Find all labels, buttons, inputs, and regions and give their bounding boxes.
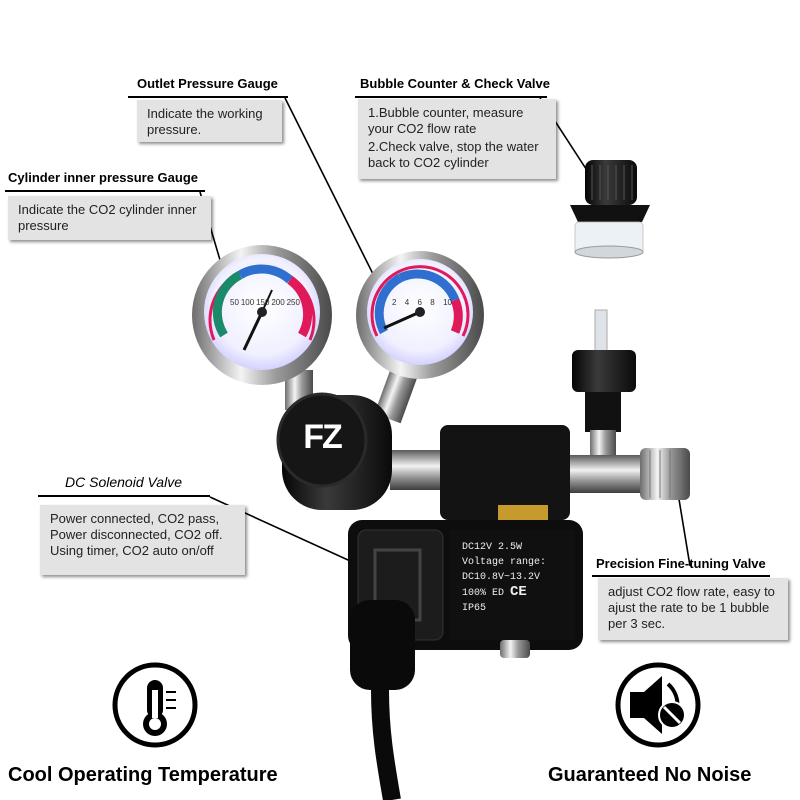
no-sound-icon [615,662,701,748]
bubble-counter-text-2: 2.Check valve, stop the water back to CO… [368,139,539,170]
solenoid-rule [38,495,210,497]
power-cable [350,600,415,800]
cylinder-gauge-callout: Indicate the CO2 cylinder inner pressure [8,196,211,240]
outlet-pressure-gauge [356,251,484,379]
cylinder-gauge-text: Indicate the CO2 cylinder inner pressure [18,202,197,233]
ce-mark: CE [510,584,527,600]
cylinder-pressure-gauge [192,245,332,385]
bubble-counter-title: Bubble Counter & Check Valve [360,76,550,91]
fine-tuning-callout: adjust CO2 flow rate, easy to ajust the … [598,578,788,640]
solenoid-text-2: Power disconnected, CO2 off. [50,527,223,542]
feature-label-cool: Cool Operating Temperature [8,764,278,786]
outlet-gauge-rule [128,96,288,98]
cylinder-gauge-rule [5,190,205,192]
fine-tuning-rule [592,575,770,577]
bubble-counter-part [570,160,650,259]
bubble-counter-callout: 1.Bubble counter, measure your CO2 flow … [358,99,556,179]
spec-line-ip: IP65 [462,603,487,614]
spec-line-power: DC12V 2.5W [462,542,523,553]
solenoid-spec-label: DC12V 2.5W Voltage range: DC10.8V~13.2V … [462,540,572,616]
bubble-counter-text-1: 1.Bubble counter, measure your CO2 flow … [368,105,524,136]
bubble-counter-rule [355,96,547,98]
fine-tuning-title: Precision Fine-tuning Valve [596,556,766,571]
spec-line-voltage-range: DC10.8V~13.2V [462,572,541,583]
solenoid-text-1: Power connected, CO2 pass, [50,511,220,526]
solenoid-text-3: Using timer, CO2 auto on/off [50,543,214,558]
feature-label-no-noise: Guaranteed No Noise [548,764,752,786]
fine-tuning-part [560,309,690,500]
solenoid-callout: Power connected, CO2 pass, Power disconn… [40,505,245,575]
outlet-gauge-callout: Indicate the working pressure. [137,100,282,142]
cylinder-gauge-title: Cylinder inner pressure Gauge [8,170,199,185]
fine-tuning-text: adjust CO2 flow rate, easy to ajust the … [608,584,775,631]
brand-logo: FZ [303,418,343,456]
regulator-knob [276,392,392,510]
outlet-gauge-text: Indicate the working pressure. [147,106,263,137]
right-gauge-scale: 2 4 6 8 10 [392,298,452,307]
thermometer-icon [112,662,198,748]
outlet-gauge-title: Outlet Pressure Gauge [137,76,278,91]
solenoid-title: DC Solenoid Valve [65,474,182,490]
spec-line-voltage-title: Voltage range: [462,557,547,568]
left-gauge-scale: 50 100 150 200 250 [230,298,300,307]
spec-line-duty: 100% ED CE [462,584,527,600]
